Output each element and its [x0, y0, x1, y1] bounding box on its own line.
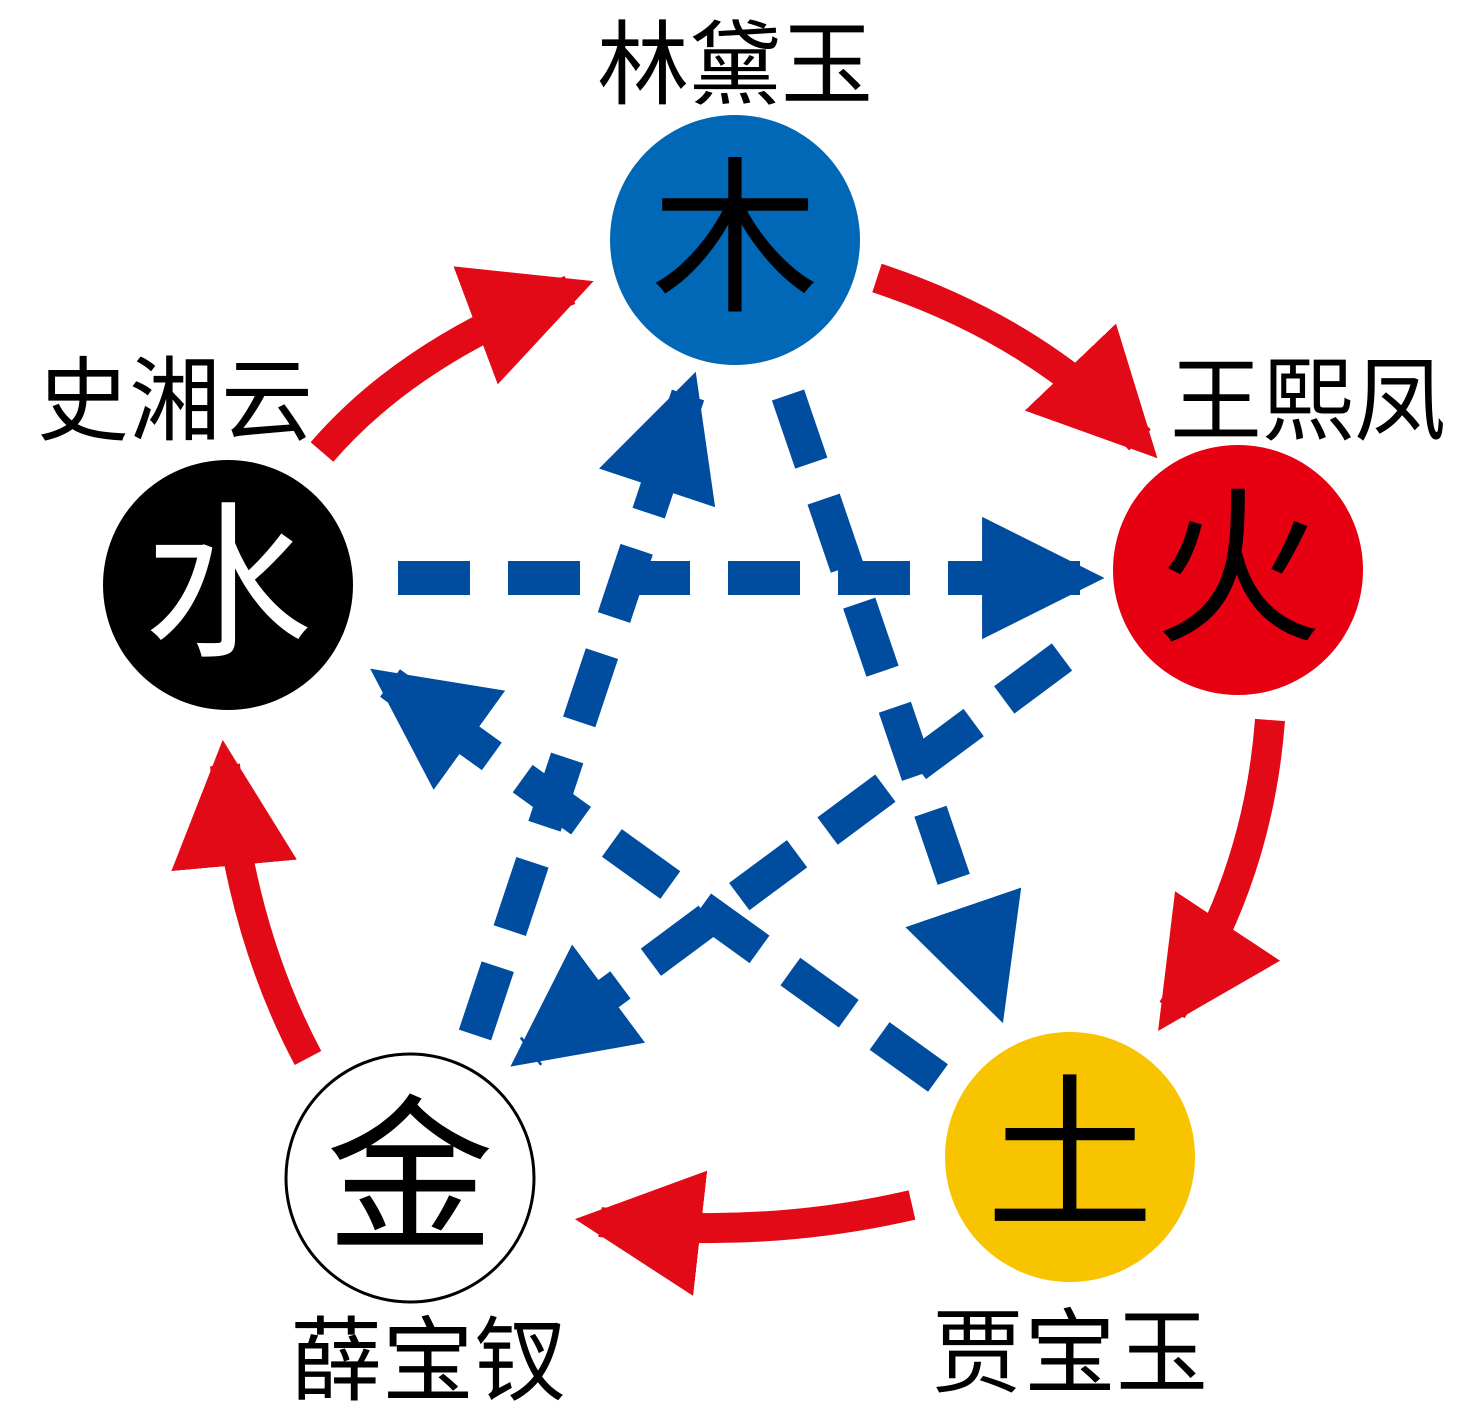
overcoming-arrow-earth-water — [370, 668, 948, 1092]
node-circle-fire — [1113, 445, 1363, 695]
person-label-wood: 林黛玉 — [597, 12, 873, 119]
overcoming-cycle — [370, 371, 1105, 1092]
element-glyph-fire: 火 — [1154, 472, 1322, 668]
node-wood: 木 — [610, 115, 860, 365]
element-glyph-water: 水 — [144, 487, 312, 683]
person-label-earth: 贾宝玉 — [932, 1300, 1208, 1407]
node-fire: 火 — [1113, 445, 1363, 695]
overcoming-arrow-wood-earth — [771, 389, 1022, 1024]
generating-arrow-metal-water — [171, 739, 322, 1066]
person-label-water: 史湘云 — [37, 348, 313, 455]
node-circle-water — [103, 460, 353, 710]
overcoming-arrow-metal-wood — [458, 371, 716, 1041]
generating-arrow-fire-earth — [1158, 718, 1285, 1032]
node-metal: 金 — [284, 1052, 536, 1304]
person-label-fire: 王熙凤 — [1170, 348, 1446, 455]
generating-arrow-earth-metal — [574, 1170, 916, 1296]
generating-cycle — [171, 263, 1285, 1296]
node-circle-wood — [610, 115, 860, 365]
overcoming-arrow-fire-metal — [510, 643, 1073, 1067]
node-water: 水 — [103, 460, 353, 710]
element-glyph-metal: 金 — [326, 1080, 494, 1276]
element-glyph-earth: 土 — [986, 1059, 1154, 1255]
element-glyph-wood: 木 — [651, 142, 819, 338]
generating-arrow-water-wood — [310, 266, 594, 462]
person-label-metal: 薛宝钗 — [290, 1308, 566, 1414]
node-earth: 土 — [945, 1032, 1195, 1282]
node-circle-metal — [284, 1052, 536, 1304]
node-circle-earth — [945, 1032, 1195, 1282]
generating-arrow-wood-fire — [872, 263, 1158, 459]
